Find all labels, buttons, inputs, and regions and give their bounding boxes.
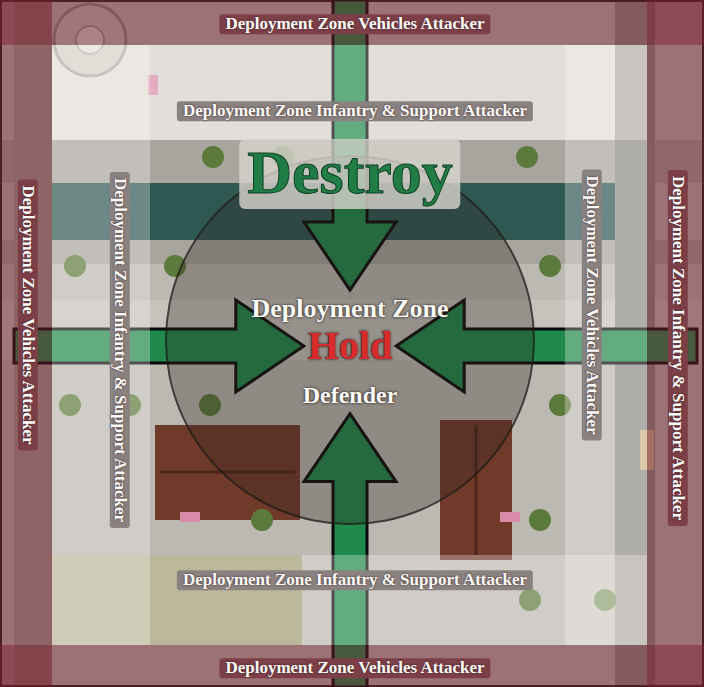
hedge: [251, 509, 273, 531]
zone-label: Deployment Zone Vehicles Attacker: [219, 658, 490, 678]
zone-label: Deployment Zone Vehicles Attacker: [18, 179, 38, 450]
bench: [180, 512, 200, 522]
zone-label: Deployment Zone Infantry & Support Attac…: [177, 101, 533, 121]
deployment-band: Deployment Zone Vehicles Attacker: [0, 0, 704, 45]
zone-label: Deployment Zone Vehicles Attacker: [219, 14, 490, 34]
zone-label: Deployment Zone Infantry & Support Attac…: [668, 170, 688, 526]
hedge: [202, 146, 224, 168]
deployment-band: Deployment Zone Vehicles Attacker: [0, 0, 52, 687]
zone-label: Deployment Zone Infantry & Support Attac…: [177, 570, 533, 590]
zone-order: Hold: [308, 323, 392, 369]
zone-title: Deployment Zone: [251, 294, 448, 324]
zone-label: Deployment Zone Vehicles Attacker: [582, 169, 602, 440]
defender-zone: Deployment ZoneHoldDefender: [165, 155, 535, 525]
deployment-band: Deployment Zone Infantry & Support Attac…: [52, 555, 647, 645]
hedge: [529, 509, 551, 531]
deployment-band: Deployment Zone Infantry & Support Attac…: [647, 0, 704, 687]
hedge: [539, 255, 561, 277]
bench: [500, 512, 520, 522]
deployment-band: Deployment Zone Vehicles Attacker: [0, 645, 704, 687]
zone-title: Defender: [303, 382, 398, 410]
hedge: [516, 146, 538, 168]
zone-label: Deployment Zone Infantry & Support Attac…: [110, 172, 130, 528]
